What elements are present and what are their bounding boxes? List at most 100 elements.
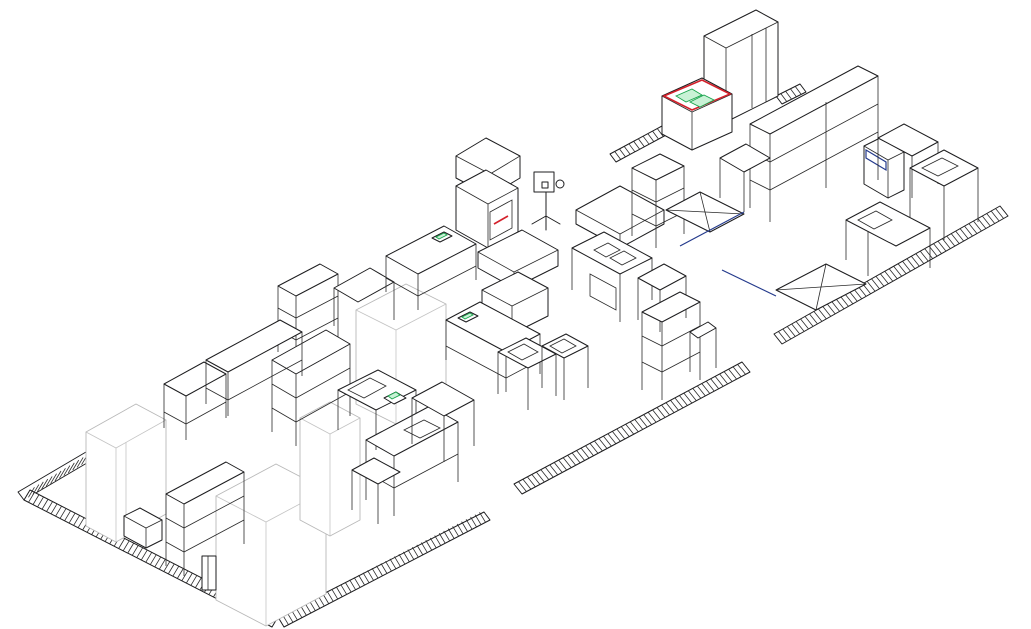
wall-hatch-line (880, 273, 889, 285)
wall-hatch-line (619, 148, 626, 158)
wall-hatch-line (367, 570, 374, 581)
work-table-icon (205, 319, 303, 416)
wall-hatch-line (536, 471, 545, 483)
wall-hatch-line (840, 296, 849, 307)
wall-hatch-line (652, 409, 661, 421)
wall-hatch-line (964, 225, 973, 237)
wall-hatch-line (425, 540, 433, 551)
wall-hatch-line (804, 316, 814, 327)
wall-hatch-line (36, 481, 44, 493)
wall-hatch-line (344, 581, 352, 593)
wall-hatch-line (857, 286, 867, 297)
wall-hatch-line (32, 494, 40, 505)
wall-hatch-line (452, 526, 459, 537)
wall-hatch-line (794, 86, 802, 95)
wall-middle-south (513, 361, 751, 495)
zone-right (661, 9, 979, 311)
wall-hatch-line (701, 383, 711, 394)
wall-hatch-line (782, 328, 792, 340)
wall-hatch-line (558, 459, 568, 471)
wall-hatch-line (620, 426, 630, 437)
wall-hatch-line (371, 567, 379, 579)
wall-hatch-line (719, 373, 728, 385)
floor-grate-icon (721, 263, 867, 311)
wall-hatch-line (394, 556, 401, 567)
wall-hatch-line (28, 487, 35, 498)
wall-hatch-line (638, 416, 648, 428)
wall-hatch-line (154, 556, 162, 568)
wall-hatch-line (465, 519, 473, 530)
wall-hatch-line (28, 492, 35, 503)
wall-hatch-line (580, 447, 590, 459)
wall-hatch-line (946, 235, 956, 247)
wall-hatch-line (181, 570, 189, 582)
wall-hatch-line (866, 281, 876, 292)
wall-hatch-line (950, 233, 960, 244)
wall-hatch-line (443, 530, 451, 542)
wall-hatch-line (41, 478, 49, 490)
work-table-icon (333, 267, 395, 326)
wall-hatch-line (656, 128, 664, 137)
wall-hatch-line (710, 378, 720, 389)
wall-hatch-line (995, 208, 1004, 219)
sink-table-icon (541, 333, 589, 400)
wall-hatch-line (696, 385, 706, 397)
wall-hatch-line (50, 473, 57, 484)
work-table-icon (689, 321, 717, 372)
refrigerator-cabinet-icon (299, 401, 361, 537)
exhaust-hood-icon (575, 185, 665, 249)
wall-hatch-line (853, 288, 863, 300)
wall-hatch-line (68, 512, 76, 524)
wall-hatch-line (340, 584, 348, 595)
wall-hatch-line (919, 250, 929, 262)
wall-hatch-line (131, 545, 139, 556)
work-table-icon (385, 225, 477, 310)
bin-icon (123, 507, 163, 549)
wall-hatch-line (167, 563, 175, 575)
wall-hatch-line (628, 143, 636, 153)
wall-hatch-line (959, 228, 969, 239)
wall-hatch-line (540, 469, 550, 480)
wall-hatch-line (190, 575, 198, 586)
wall-hatch-line (64, 510, 71, 521)
wall-hatch-line (567, 455, 576, 466)
wall-hatch-line (616, 428, 626, 440)
sink-table-icon (845, 201, 931, 276)
wall-hatch-line (732, 366, 742, 378)
wall-hatch-line (72, 459, 80, 471)
wall-hatch-line (902, 260, 911, 272)
wall-hatch-line (897, 263, 907, 274)
wall-hatch-line (527, 476, 536, 488)
wall-hatch-line (163, 561, 171, 572)
wall-hatch-line (692, 388, 702, 399)
wall-hatch-line (353, 577, 361, 588)
wall-hatch-line (63, 465, 71, 476)
wall-hatch-line (643, 414, 652, 425)
wall-hatch-line (973, 220, 982, 232)
sink-table-icon (909, 149, 979, 240)
wall-hatch-line (822, 306, 832, 317)
wall-hatch-line (456, 523, 464, 535)
wall-hatch-line (791, 323, 801, 335)
wall-hatch-line (127, 542, 135, 554)
wall-hatch-line (385, 560, 392, 572)
wall-hatch-line (990, 210, 1000, 222)
wall-hatch-line (136, 547, 144, 558)
wall-hatch-line (714, 376, 724, 387)
wall-hatch-line (670, 400, 679, 411)
wall-hatch-line (942, 238, 951, 249)
wall-hatch-line (335, 586, 343, 597)
wall-hatch-line (728, 368, 737, 380)
wall-hatch-line (331, 588, 339, 600)
wall-hatch-line (780, 93, 788, 102)
wall-hatch-line (785, 90, 792, 100)
wall-hatch-line (461, 521, 468, 532)
wall-hatch-line (41, 499, 49, 510)
work-table-icon (351, 457, 401, 524)
wall-hatch-line (981, 215, 991, 227)
wall-hatch-line (145, 552, 153, 563)
wall-hatch-line (652, 130, 659, 140)
wall-hatch-line (612, 431, 621, 442)
wall-hatch-line (629, 421, 639, 433)
